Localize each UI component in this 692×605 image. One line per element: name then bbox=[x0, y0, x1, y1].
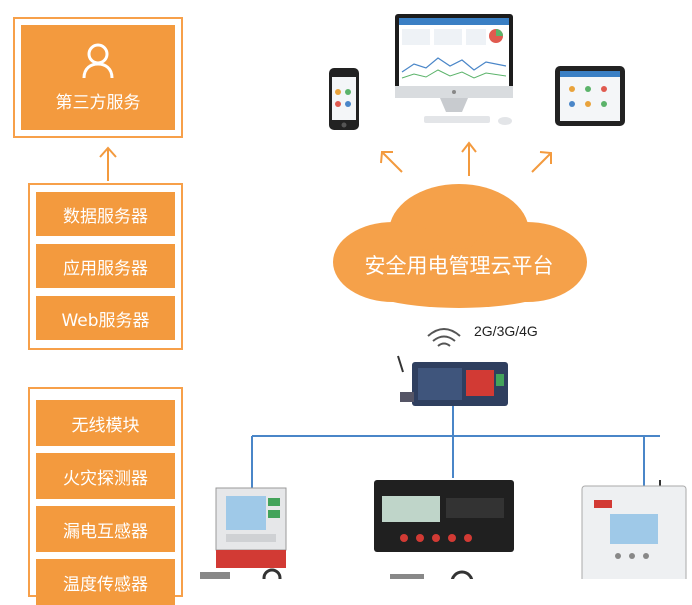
third-party-box: 第三方服务 bbox=[21, 25, 175, 130]
client-devices bbox=[200, 14, 687, 579]
arrow-up-icon bbox=[99, 146, 117, 181]
device-fire: 火灾探测器 bbox=[36, 453, 175, 499]
device-wireless: 无线模块 bbox=[36, 400, 175, 446]
monitor-icon bbox=[395, 14, 513, 125]
cloud-shape bbox=[333, 184, 587, 308]
server-app: 应用服务器 bbox=[36, 244, 175, 288]
server-panel: 数据服务器 应用服务器 Web服务器 bbox=[28, 183, 183, 350]
server-web: Web服务器 bbox=[36, 296, 175, 340]
wifi-icon bbox=[427, 328, 461, 347]
third-party-panel: 第三方服务 bbox=[13, 17, 183, 138]
monitor-unit-icon bbox=[374, 480, 514, 552]
phone-icon bbox=[329, 68, 359, 130]
device-leakage-label: 漏电互感器 bbox=[63, 521, 148, 542]
user-icon bbox=[82, 43, 114, 79]
sensor-icon bbox=[200, 568, 474, 579]
third-party-label: 第三方服务 bbox=[55, 93, 141, 113]
device-leakage: 漏电互感器 bbox=[36, 506, 175, 552]
server-data: 数据服务器 bbox=[36, 192, 175, 236]
server-app-label: 应用服务器 bbox=[63, 258, 148, 279]
device-wireless-label: 无线模块 bbox=[71, 415, 140, 436]
server-web-label: Web服务器 bbox=[61, 310, 150, 331]
connection-lines bbox=[251, 406, 660, 488]
device-fire-label: 火灾探测器 bbox=[63, 468, 148, 489]
meter-icon bbox=[215, 487, 287, 568]
server-data-label: 数据服务器 bbox=[63, 206, 148, 227]
tablet-icon bbox=[555, 66, 625, 126]
panel-unit-icon bbox=[581, 480, 687, 579]
cloud-label: 安全用电管理云平台 bbox=[364, 254, 554, 278]
cloud-arrows bbox=[380, 141, 552, 176]
network-label: 2G/3G/4G bbox=[474, 323, 538, 339]
gateway-icon bbox=[397, 355, 508, 406]
